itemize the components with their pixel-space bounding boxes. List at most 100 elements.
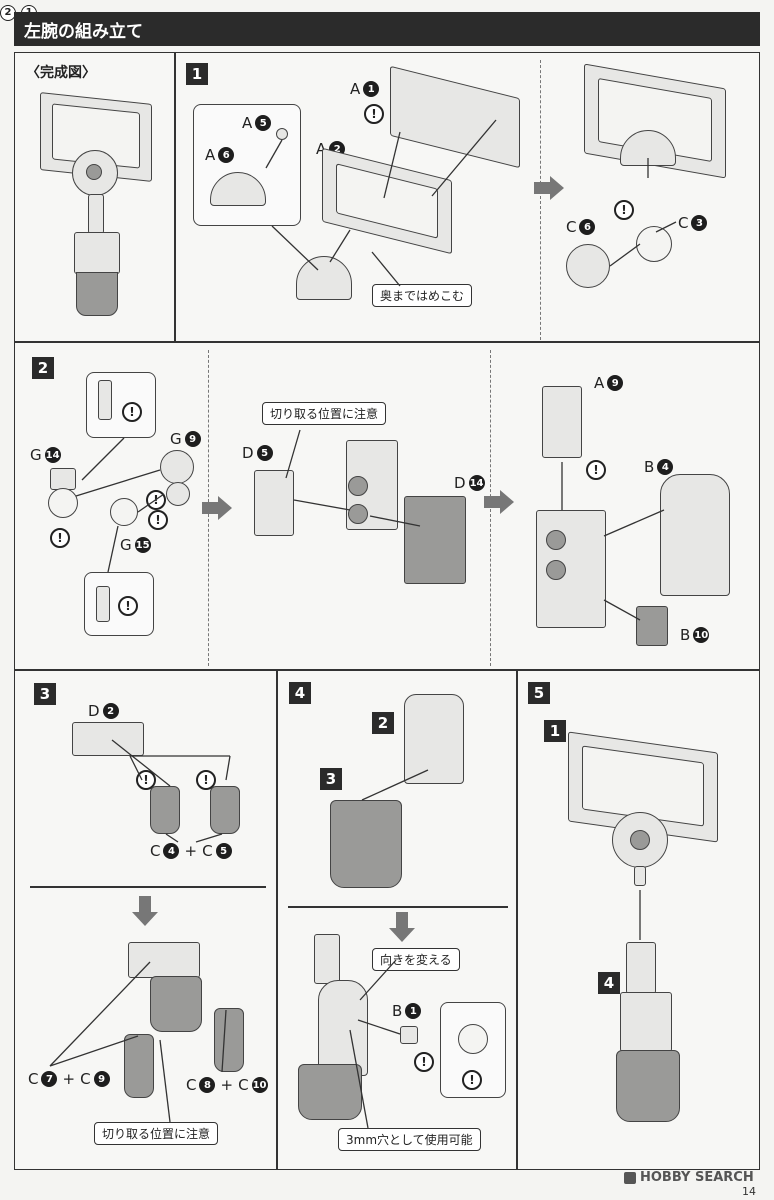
part-letter: C	[202, 842, 213, 860]
part-number-badge: 14	[44, 447, 61, 463]
part-number-badge: 4	[163, 843, 180, 859]
part-letter: B	[680, 626, 691, 644]
part-number-badge: 4	[657, 459, 674, 475]
part-number-badge: 1	[405, 1003, 422, 1019]
joint-socket	[348, 476, 368, 496]
callout-note: 切り取る位置に注意	[94, 1122, 219, 1145]
step-number: 1	[186, 63, 208, 85]
joint-part	[166, 482, 190, 506]
part-letter: B	[392, 1002, 403, 1020]
part-letter: A	[242, 114, 253, 132]
step-number: 4	[289, 682, 311, 704]
finger-part	[124, 1034, 154, 1098]
finger-assembly	[150, 976, 202, 1032]
section-title: 左腕の組み立て	[24, 21, 143, 42]
part-letter: B	[644, 458, 655, 476]
divider	[174, 52, 176, 342]
joint-socket	[546, 530, 566, 550]
part-letter: G	[120, 536, 132, 554]
pin-part	[276, 128, 288, 140]
part-number-badge: 7	[41, 1071, 58, 1087]
plus-sign: +	[184, 842, 198, 860]
socket-detail	[458, 1024, 488, 1054]
plus-sign: +	[62, 1070, 76, 1088]
part-letter: D	[88, 702, 100, 720]
sub-assembly-badge: 1	[544, 720, 566, 742]
divider	[14, 669, 760, 671]
part-number-badge: 1	[363, 81, 380, 97]
gate-detail	[96, 586, 110, 622]
joint-part	[160, 450, 194, 484]
sub-assembly-badge: 2	[372, 712, 394, 734]
callout-note: 奥まではめこむ	[372, 284, 473, 307]
joint-socket	[348, 504, 368, 524]
block-part	[542, 386, 582, 458]
armor-assembly	[318, 980, 368, 1076]
section-header: 左腕の組み立て	[14, 12, 760, 46]
sub-assembly-badge: 3	[320, 768, 342, 790]
part-label-c8-c10: C 8 + C 10	[186, 1076, 268, 1094]
part-label-c6: C 6	[566, 218, 596, 236]
part-label-b4: B 4	[644, 458, 674, 476]
part-label-a9: A 9	[594, 374, 624, 392]
part-label-d5: D 5	[242, 444, 273, 462]
finger-part	[214, 1008, 244, 1072]
part-letter: A	[594, 374, 605, 392]
block-part	[314, 934, 340, 984]
warning-icon: !	[414, 1052, 434, 1072]
cap-part	[50, 468, 76, 490]
part-number-badge: 6	[218, 147, 235, 163]
part-label-d14: D 14	[454, 474, 485, 492]
warning-icon: !	[146, 490, 166, 510]
part-number-badge: 8	[199, 1077, 216, 1093]
divider	[276, 669, 278, 1170]
warning-icon: !	[462, 1070, 482, 1090]
part-letter: D	[242, 444, 254, 462]
part-letter: C	[238, 1076, 249, 1094]
part-label-c7-c9: C 7 + C 9	[28, 1070, 110, 1088]
joint-hub	[630, 830, 650, 850]
part-number-badge: 9	[93, 1071, 110, 1087]
step-number: 2	[32, 357, 54, 379]
part-label-a5: A 5	[242, 114, 272, 132]
part-number-badge: 14	[468, 475, 485, 491]
gate-detail	[98, 380, 112, 420]
callout-note: 切り取る位置に注意	[262, 402, 387, 425]
brand-text: HOBBY SEARCH	[640, 1170, 754, 1185]
flow-arrow	[132, 896, 158, 926]
footer-brand: HOBBY SEARCH	[624, 1170, 754, 1185]
part-label-g14: G 14	[30, 446, 61, 464]
part-label-c4-c5: C 4 + C 5	[150, 842, 232, 860]
part-letter: A	[316, 140, 326, 158]
part-letter: D	[454, 474, 466, 492]
part-letter: A	[205, 146, 216, 164]
block-part	[626, 942, 656, 994]
part-number-badge: 10	[693, 627, 710, 643]
part-number-badge: 5	[255, 115, 272, 131]
part-label-b1: B 1	[392, 1002, 422, 1020]
divider	[14, 341, 760, 343]
warning-icon: !	[118, 596, 138, 616]
warning-icon: !	[148, 510, 168, 530]
hand	[76, 272, 118, 316]
part-label-d2: D 2	[88, 702, 119, 720]
divider	[540, 60, 541, 340]
part-label-a1: A 1	[350, 80, 380, 98]
brand-logo-icon	[624, 1171, 636, 1184]
finger-part	[210, 786, 240, 834]
page-number: 14	[742, 1185, 756, 1198]
part-number-badge: 5	[256, 445, 273, 461]
part-label-g9: G 9	[170, 430, 201, 448]
step-number: 3	[34, 683, 56, 705]
forearm-assembly	[620, 992, 672, 1052]
part-number-badge: 9	[607, 375, 624, 391]
hand-assembly	[330, 800, 402, 888]
ring-part	[110, 498, 138, 526]
callout-note: 向きを変える	[372, 948, 460, 971]
knuckle-base-part	[128, 942, 200, 978]
joint-socket	[546, 560, 566, 580]
warning-icon: !	[50, 528, 70, 548]
upper-arm	[88, 194, 104, 234]
callout-note: 3mm穴として使用可能	[338, 1128, 481, 1151]
frame-part	[254, 470, 294, 536]
